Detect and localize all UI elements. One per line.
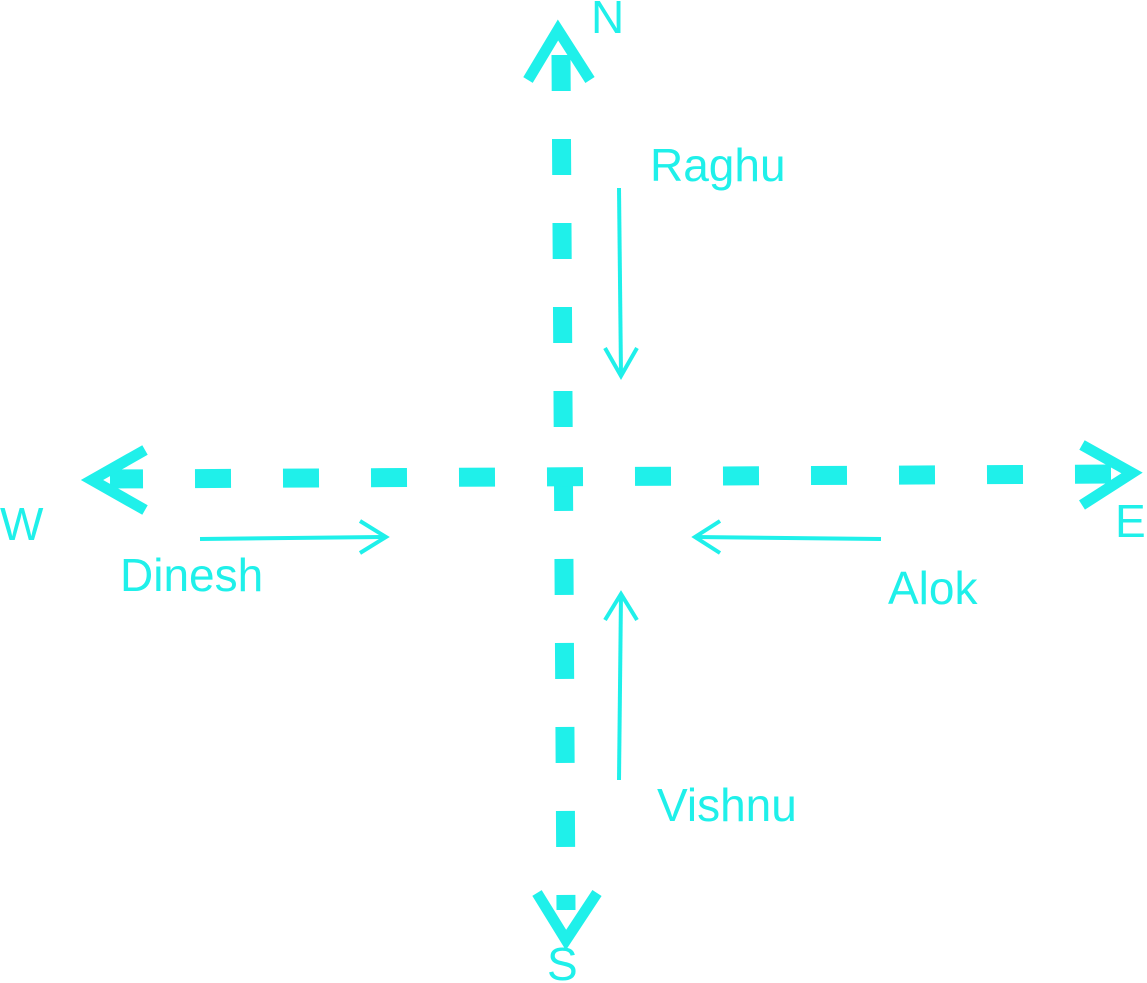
- dinesh-label: Dinesh: [120, 549, 263, 601]
- dinesh-arrow: [199, 535, 387, 541]
- west-east-axis: [109, 464, 1116, 489]
- vishnu-arrowhead: [603, 590, 639, 622]
- raghu-arrow: [617, 187, 623, 376]
- vishnu-arrow: [617, 593, 623, 781]
- dinesh-arrowhead: [358, 519, 390, 555]
- west-arrowhead: [80, 445, 148, 515]
- north-arrowhead: [523, 19, 595, 83]
- raghu-label: Raghu: [650, 139, 786, 191]
- east-label: E: [1115, 495, 1146, 547]
- alok-arrowhead: [691, 519, 722, 555]
- vishnu-label: Vishnu: [657, 779, 797, 831]
- north-label: N: [591, 0, 624, 43]
- south-arrowhead: [532, 889, 602, 951]
- alok-label: Alok: [888, 562, 978, 614]
- south-label: S: [547, 938, 578, 983]
- alok-arrow: [694, 535, 882, 541]
- east-arrowhead: [1079, 440, 1143, 510]
- west-label: W: [0, 498, 44, 550]
- raghu-arrowhead: [603, 347, 639, 381]
